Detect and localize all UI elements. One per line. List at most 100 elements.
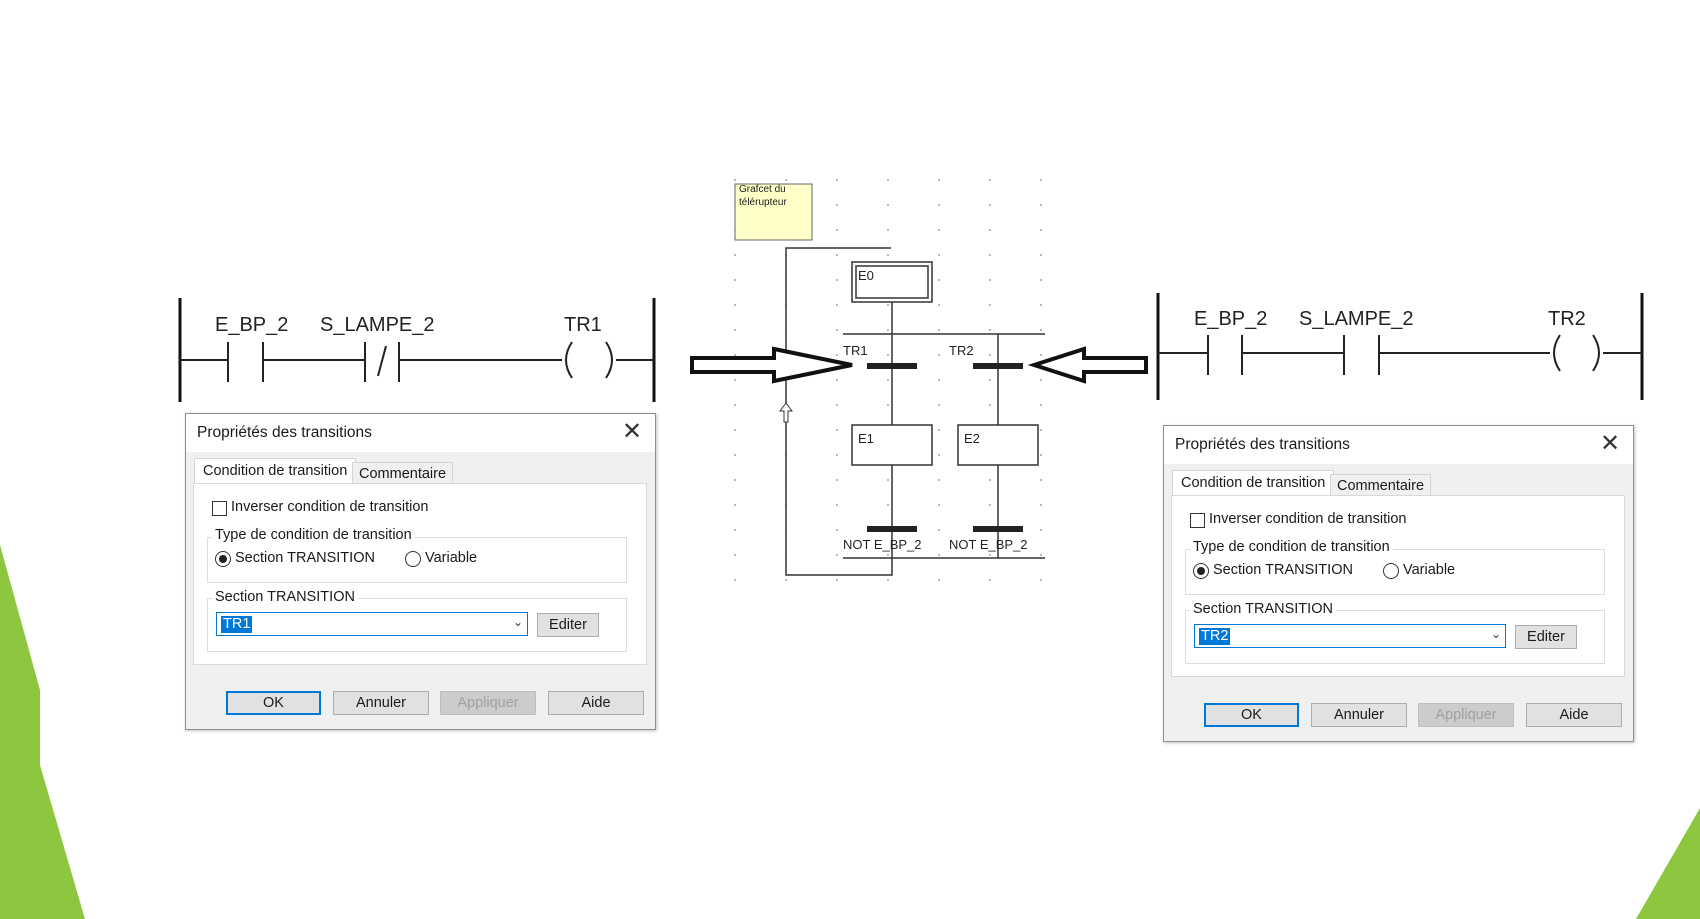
grid-dot [1040, 529, 1042, 531]
grid-dot [1040, 454, 1042, 456]
section-transition-combo[interactable]: TR2 ⌄ [1194, 624, 1506, 648]
tab-condition[interactable]: Condition de transition [194, 458, 357, 484]
grid-dot [887, 379, 889, 381]
grid-dot [989, 304, 991, 306]
chevron-down-icon[interactable]: ⌄ [512, 615, 523, 629]
grid-dot [938, 354, 940, 356]
grid-dot [887, 404, 889, 406]
invert-condition-checkbox[interactable] [1190, 513, 1205, 528]
grid-dot [887, 229, 889, 231]
type-group-box [207, 537, 627, 583]
invert-condition-label: Inverser condition de transition [231, 499, 429, 515]
condition-panel: Inverser condition de transition Type de… [1171, 495, 1625, 677]
grid-dot [734, 179, 736, 181]
section-transition-combo[interactable]: TR1 ⌄ [216, 612, 528, 636]
radio-variable-label: Variable [1403, 562, 1456, 578]
transition-tr2-bar [973, 363, 1023, 369]
grid-dot [1040, 254, 1042, 256]
grid-dot [989, 254, 991, 256]
grid-dot [989, 554, 991, 556]
grid-dot [836, 229, 838, 231]
edit-button[interactable]: Editer [1515, 625, 1577, 649]
ok-button[interactable]: OK [1204, 703, 1299, 727]
grid-dot [938, 504, 940, 506]
invert-condition-label: Inverser condition de transition [1209, 511, 1407, 527]
grid-dot [938, 204, 940, 206]
dialog-titlebar [186, 414, 655, 452]
close-icon[interactable]: ✕ [621, 418, 643, 445]
grid-dot [836, 479, 838, 481]
condition-panel: Inverser condition de transition Type de… [193, 483, 647, 665]
step-e1-label: E1 [858, 431, 874, 446]
combo-selected-value: TR1 [221, 616, 253, 633]
transition-not-bp-2-bar [973, 526, 1023, 532]
grid-dot [836, 329, 838, 331]
transition-not-bp-2-label: NOT E_BP_2 [949, 537, 1028, 552]
grid-dot [836, 554, 838, 556]
grid-dot [734, 354, 736, 356]
help-button[interactable]: Aide [548, 691, 644, 715]
dialog-title: Propriétés des transitions [1175, 436, 1350, 453]
grid-dot [989, 229, 991, 231]
grid-dot [938, 329, 940, 331]
grid-dot [1040, 404, 1042, 406]
radio-variable[interactable] [405, 551, 421, 567]
section-group-label: Section TRANSITION [1190, 601, 1336, 617]
grid-dot [887, 329, 889, 331]
section-group-box [1185, 610, 1605, 664]
grid-dot [734, 479, 736, 481]
step-e0-box [851, 261, 933, 303]
grid-dot [989, 404, 991, 406]
tab-comment[interactable]: Commentaire [352, 462, 454, 485]
grid-dot [887, 304, 889, 306]
grid-dot [734, 404, 736, 406]
grid-dot [938, 179, 940, 181]
radio-section-transition[interactable] [1193, 563, 1209, 579]
grid-dot [836, 379, 838, 381]
grid-dot [836, 404, 838, 406]
combo-selected-value: TR2 [1199, 628, 1231, 645]
grid-dot [836, 454, 838, 456]
grid-dot [1040, 429, 1042, 431]
grid-dot [1040, 479, 1042, 481]
transition-not-bp-1-bar [867, 526, 917, 532]
chevron-down-icon[interactable]: ⌄ [1490, 627, 1501, 641]
ok-button[interactable]: OK [226, 691, 321, 715]
grid-dot [734, 454, 736, 456]
grid-dot [887, 179, 889, 181]
grid-dot [836, 204, 838, 206]
grid-dot [836, 354, 838, 356]
grid-dot [989, 279, 991, 281]
grid-dot [734, 329, 736, 331]
ladder-right-coil-label: TR2 [1548, 308, 1586, 330]
radio-variable-label: Variable [425, 550, 478, 566]
grid-dot [938, 304, 940, 306]
close-icon[interactable]: ✕ [1599, 430, 1621, 457]
arrow-left-icon [1028, 346, 1148, 384]
grid-dot [989, 354, 991, 356]
apply-button[interactable]: Appliquer [1418, 703, 1514, 727]
section-group-label: Section TRANSITION [212, 589, 358, 605]
grid-dot [1040, 279, 1042, 281]
grid-dot [734, 304, 736, 306]
green-corner-right [1636, 808, 1700, 919]
grid-dot [989, 579, 991, 581]
radio-section-transition[interactable] [215, 551, 231, 567]
tab-comment[interactable]: Commentaire [1330, 474, 1432, 497]
cancel-button[interactable]: Annuler [333, 691, 429, 715]
invert-condition-checkbox[interactable] [212, 501, 227, 516]
grid-dot [887, 354, 889, 356]
help-button[interactable]: Aide [1526, 703, 1622, 727]
grid-dot [1040, 229, 1042, 231]
edit-button[interactable]: Editer [537, 613, 599, 637]
apply-button[interactable]: Appliquer [440, 691, 536, 715]
grid-dot [785, 579, 787, 581]
cancel-button[interactable]: Annuler [1311, 703, 1407, 727]
tab-condition[interactable]: Condition de transition [1172, 470, 1335, 496]
grid-dot [989, 479, 991, 481]
transition-not-bp-1-label: NOT E_BP_2 [843, 537, 922, 552]
ladder-right-contact1-label: E_BP_2 [1194, 308, 1268, 330]
radio-variable[interactable] [1383, 563, 1399, 579]
grid-dot [1040, 554, 1042, 556]
